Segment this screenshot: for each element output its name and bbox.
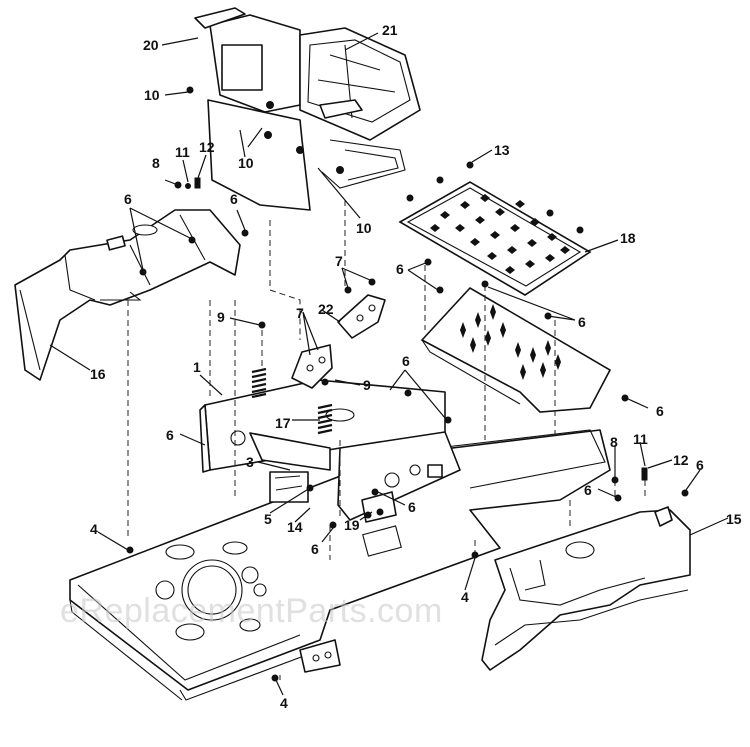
- callout-1: 1: [193, 359, 201, 375]
- seat-springs: [251, 367, 355, 435]
- callout-9: 9: [217, 309, 225, 325]
- callout-6: 6: [656, 403, 664, 419]
- callout-8: 8: [152, 155, 160, 171]
- callout-10: 10: [144, 87, 160, 103]
- callout-5: 5: [264, 511, 272, 527]
- watermark-text: eReplacementParts.com: [60, 592, 443, 630]
- callout-12: 12: [673, 452, 689, 468]
- foot-plate: [420, 286, 612, 413]
- callout-18: 18: [620, 230, 636, 246]
- callout-20: 20: [143, 37, 159, 53]
- callout-4: 4: [280, 695, 288, 711]
- callout-6: 6: [408, 499, 416, 515]
- floor-plate-top: [398, 181, 592, 296]
- callout-6: 6: [230, 191, 238, 207]
- callout-22: 22: [318, 301, 334, 317]
- callout-9: 9: [363, 377, 371, 393]
- hardware: [126, 86, 689, 682]
- callout-8: 8: [610, 434, 618, 450]
- callout-6: 6: [402, 353, 410, 369]
- callout-3: 3: [246, 454, 254, 470]
- callout-17: 17: [275, 415, 291, 431]
- callout-4: 4: [90, 521, 98, 537]
- callout-6: 6: [396, 261, 404, 277]
- callout-13: 13: [494, 142, 510, 158]
- callout-6: 6: [311, 541, 319, 557]
- callout-21: 21: [382, 22, 398, 38]
- seat-brackets: [291, 294, 386, 389]
- callouts: 20 21 10 10 10 8 11 12 6 6 13 18 7 6 6 1…: [90, 22, 742, 711]
- callout-12: 12: [199, 139, 215, 155]
- frame-bracket: [199, 379, 461, 523]
- callout-6: 6: [696, 457, 704, 473]
- callout-6: 6: [166, 427, 174, 443]
- assembly-lines: [127, 200, 646, 680]
- callout-16: 16: [90, 366, 106, 382]
- left-fender: [14, 209, 241, 381]
- frame-assembly: [69, 429, 611, 701]
- leader-lines: [49, 32, 729, 696]
- callout-4: 4: [461, 589, 469, 605]
- callout-19: 19: [344, 517, 360, 533]
- callout-7: 7: [296, 305, 304, 321]
- callout-7: 7: [335, 253, 343, 269]
- callout-6: 6: [584, 482, 592, 498]
- callout-11: 11: [175, 144, 190, 160]
- seat-assembly: [194, 7, 421, 211]
- callout-6: 6: [124, 191, 132, 207]
- callout-14: 14: [287, 519, 303, 535]
- callout-10: 10: [356, 220, 372, 236]
- right-fender: [481, 506, 691, 671]
- callout-11: 11: [633, 431, 648, 447]
- callout-10: 10: [238, 155, 254, 171]
- callout-15: 15: [726, 511, 742, 527]
- callout-6: 6: [578, 314, 586, 330]
